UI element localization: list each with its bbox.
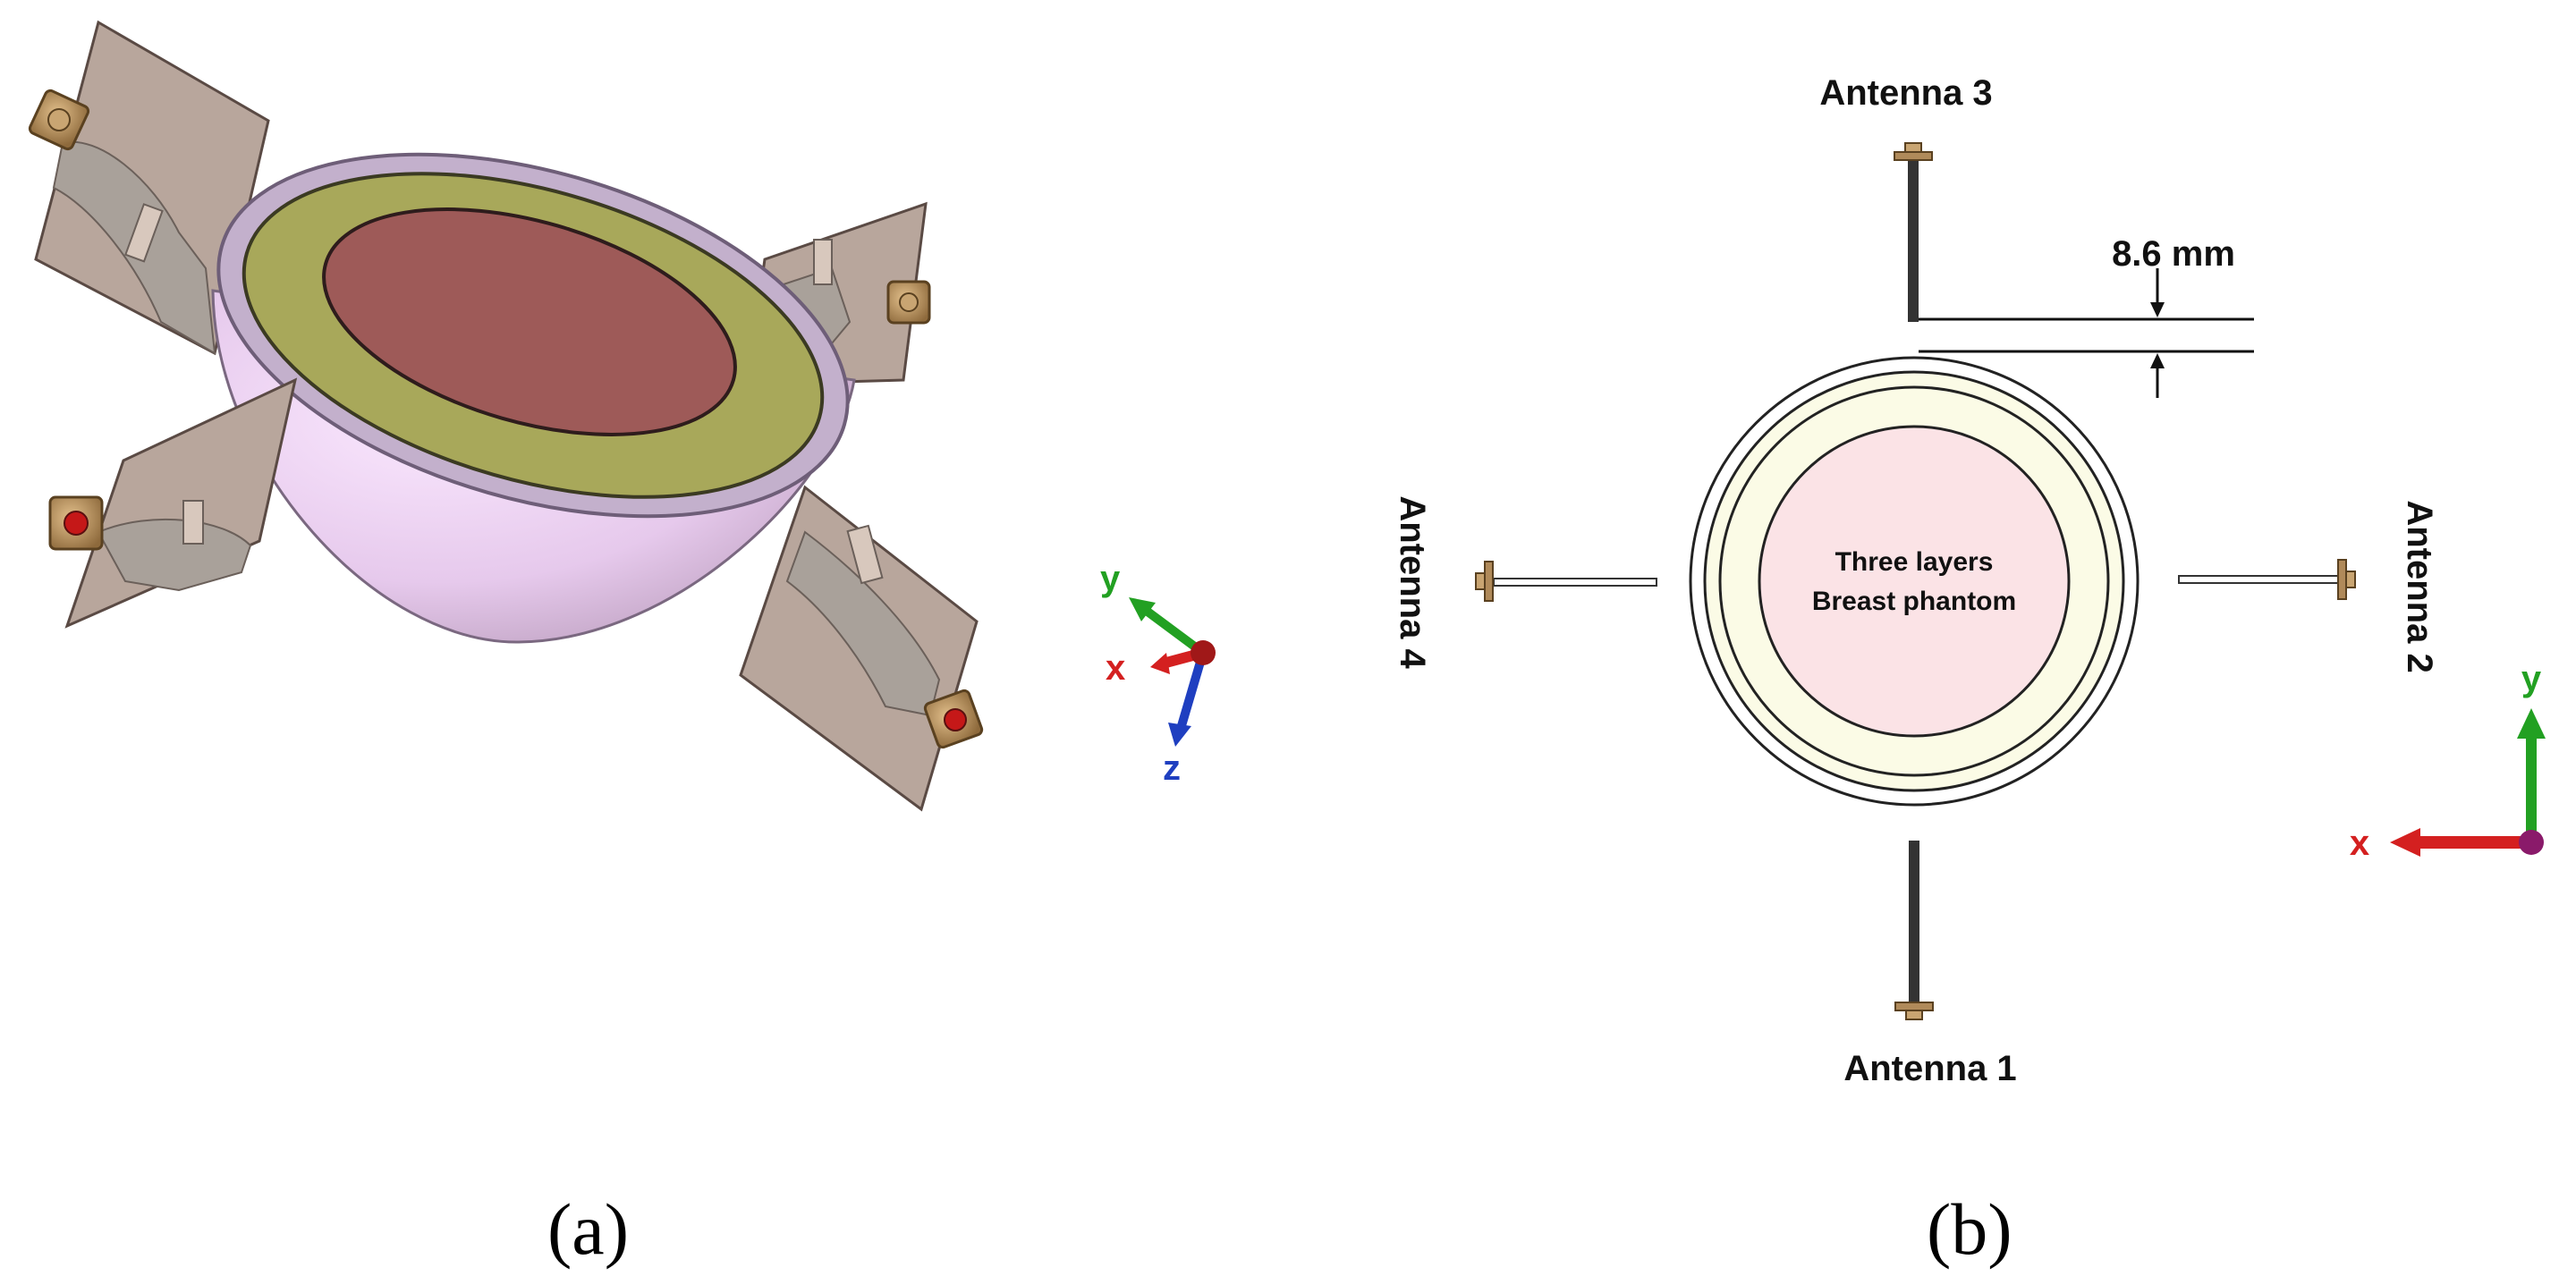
connector-icon <box>886 280 931 325</box>
connector-icon <box>923 689 984 749</box>
phantom-gland-layer <box>322 207 737 436</box>
panel-b-top-view: Three layers Breast phantom Antenna 3 An… <box>1393 73 2546 1270</box>
antenna-2-label: Antenna 2 <box>2400 500 2439 672</box>
panel-a-label: (a) <box>547 1188 629 1270</box>
connector-icon <box>48 495 104 551</box>
antenna-3d-back-left <box>28 20 270 356</box>
antenna-4-label: Antenna 4 <box>1393 495 1432 669</box>
phantom-label-line1: Three layers <box>1835 547 1994 577</box>
antenna-3d-front-left <box>48 377 298 629</box>
axis-x-label: x <box>1106 648 1125 688</box>
panel-b-label: (b) <box>1927 1188 2012 1270</box>
antenna-2-right: Antenna 2 <box>2178 500 2439 673</box>
antenna-1-bottom: Antenna 1 <box>1843 841 2017 1088</box>
axis-y-label: y <box>1100 559 1121 598</box>
axis-triad-3d: y x z <box>1100 559 1216 788</box>
axis-triad-2d: y x <box>2350 659 2546 863</box>
gap-dimension: 8.6 mm <box>1919 234 2254 398</box>
connector-icon <box>28 89 90 151</box>
antenna-3-label: Antenna 3 <box>1819 73 1992 113</box>
antenna-1-label: Antenna 1 <box>1843 1049 2016 1088</box>
antenna-3d-front-right <box>739 485 984 812</box>
breast-phantom-top: Three layers Breast phantom <box>1689 356 2140 807</box>
axis-y-label-2d: y <box>2521 659 2542 698</box>
phantom-gland-circle <box>1758 425 2071 738</box>
panel-a-3d-view: y x z (a) <box>28 20 1216 1270</box>
axis-z-label: z <box>1163 748 1181 788</box>
antenna-4-left: Antenna 4 <box>1393 495 1657 669</box>
axis-x-label-2d: x <box>2350 824 2369 863</box>
breast-phantom-3d <box>211 152 856 644</box>
antenna-3-top: Antenna 3 <box>1819 73 1993 322</box>
phantom-label-line2: Breast phantom <box>1812 587 2016 616</box>
gap-dimension-label: 8.6 mm <box>2112 234 2235 274</box>
